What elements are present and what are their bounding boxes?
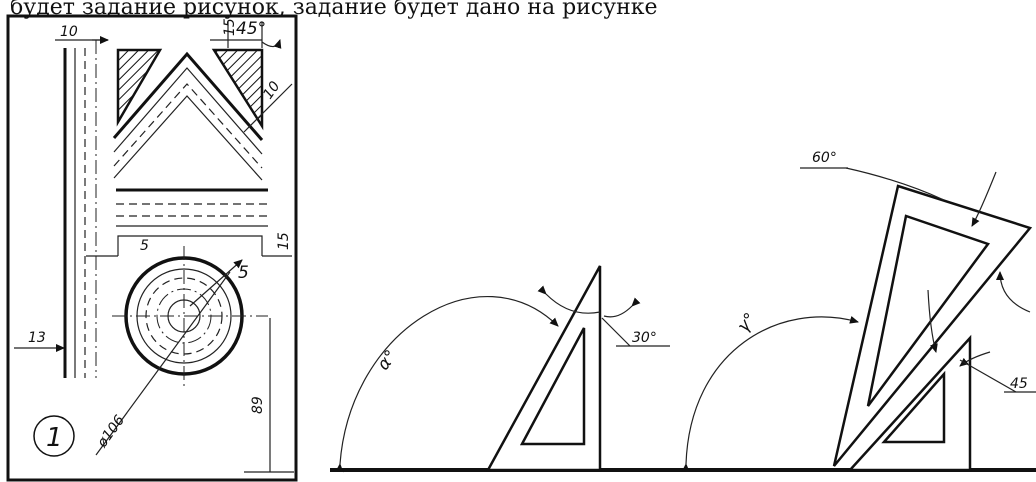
angle-45-label: 45 xyxy=(1010,376,1028,392)
dimension-diameter-106: ø106 xyxy=(94,271,231,456)
dimension-5-circle: 5 xyxy=(189,259,249,307)
dim-5-circle-text: 5 xyxy=(238,263,249,283)
vertical-line-types xyxy=(63,40,97,378)
alpha-label: α° xyxy=(374,346,402,374)
sheet-number-text: 1 xyxy=(46,423,63,453)
sheet-frame xyxy=(6,14,298,482)
dim-106-text: ø106 xyxy=(94,412,128,451)
dim-89-text: 89 xyxy=(250,396,266,414)
dimension-10-top: 10 xyxy=(55,24,109,44)
dimension-13: 13 xyxy=(14,330,65,352)
dim-10-text: 10 xyxy=(60,24,78,40)
angle-45-text: 45° xyxy=(236,19,266,39)
gamma-label: γ° xyxy=(734,309,761,336)
hatched-triangle-right xyxy=(211,48,264,131)
dim-15-top-text: 15 xyxy=(222,18,238,36)
dimension-5-15-middle: 5 15 xyxy=(86,232,292,257)
drawing-sheet-1: 10 15 45° 10 xyxy=(6,14,298,482)
concentric-circles xyxy=(112,246,268,386)
dim-5-text: 5 xyxy=(140,238,149,254)
dimension-89: 89 xyxy=(244,318,294,473)
set-square-30: α° 30° xyxy=(335,265,670,473)
dim-15-mid-text: 15 xyxy=(276,232,292,250)
chevron-line-types xyxy=(112,51,264,181)
dimension-15-45: 15 45° xyxy=(210,18,282,49)
angle-30-label: 30° xyxy=(632,330,657,346)
hatched-triangle-left xyxy=(116,48,163,127)
angle-60-label: 60° xyxy=(812,150,837,166)
set-square-60-45: γ° 60° 45 xyxy=(681,150,1036,473)
dim-10-diag-text: 10 xyxy=(260,78,283,102)
horizontal-line-types xyxy=(116,188,268,227)
dim-13-text: 13 xyxy=(28,330,46,346)
sheet-number-badge: 1 xyxy=(33,415,75,457)
